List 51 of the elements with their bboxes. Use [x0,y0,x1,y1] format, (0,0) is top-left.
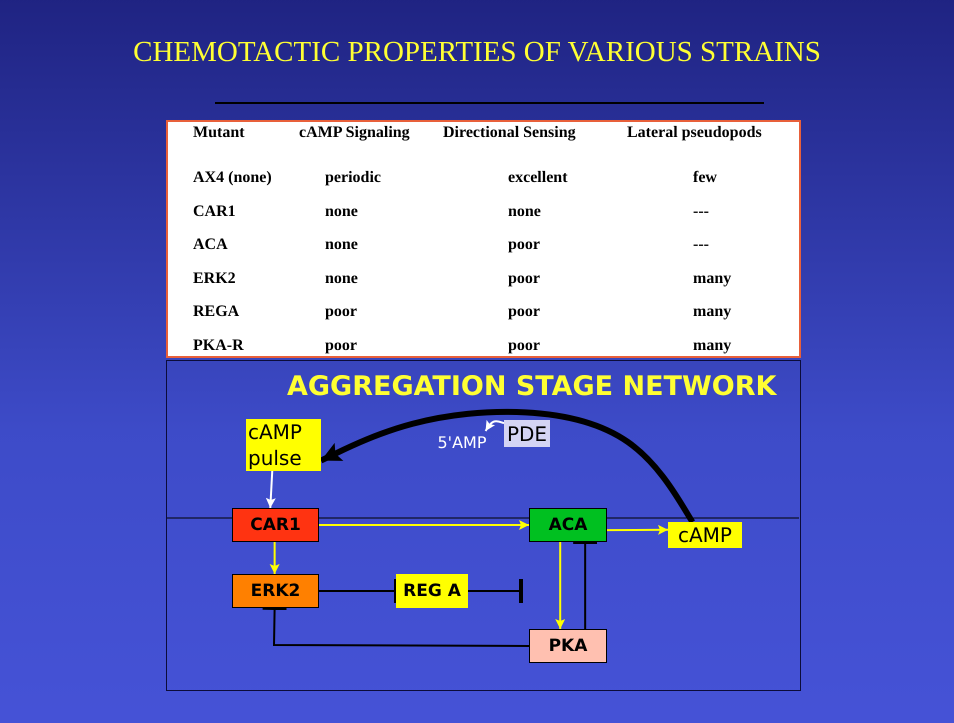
table-cell: many [693,269,732,289]
inhibition-line [319,579,398,603]
protein-box: ACA [529,508,607,542]
table-cell: poor [508,269,540,289]
table-cell: many [693,302,732,322]
table-cell: none [325,269,358,289]
table-cell: AX4 (none) [193,168,272,188]
table-cell: PKA-R [193,336,244,356]
table-cell: poor [325,336,357,356]
table-cell: CAR1 [193,202,236,222]
enzyme-box: PDE [504,420,550,447]
table-cell: none [508,202,541,222]
protein-box: CAR1 [232,508,319,542]
table-cell: few [693,168,717,188]
arrow [555,542,566,629]
protein-box: ERK2 [232,574,319,608]
table-cell: poor [508,336,540,356]
product-text: 5'AMP [431,431,493,453]
column-header: Directional Sensing [443,123,576,143]
column-header: Mutant [193,123,245,143]
table-cell: poor [508,302,540,322]
protein-box: REG A [396,574,468,608]
protein-box: PKA [529,629,607,663]
inhibition-line [262,606,529,647]
inhibition-line [468,579,523,603]
arrow [319,520,529,530]
arrow [266,470,276,508]
table-cell: none [325,202,358,222]
arrow [270,542,280,574]
table-cell: periodic [325,168,381,188]
table-cell: many [693,336,732,356]
table-cell: poor [508,235,540,255]
signal-box: cAMP [668,522,742,548]
inhibition-line [573,540,598,629]
table-cell: ACA [193,235,228,255]
table-cell: REGA [193,302,240,322]
table-cell: excellent [508,168,568,188]
table-cell: none [325,235,358,255]
table-cell: ERK2 [193,269,236,289]
arrow [484,420,504,432]
column-header: Lateral pseudopods [627,123,762,143]
signal-box: cAMP pulse [246,419,321,471]
table-cell: --- [693,202,709,222]
network-panel [166,360,801,691]
table-cell: --- [693,235,709,255]
table-cell: poor [325,302,357,322]
column-header: cAMP Signaling [299,123,410,143]
arrow [607,524,668,535]
panel-heading: AGGREGATION STAGE NETWORK [287,371,776,402]
curved-arrow [320,408,695,524]
slide-title: CHEMOTACTIC PROPERTIES OF VARIOUS STRAINS [132,36,822,69]
